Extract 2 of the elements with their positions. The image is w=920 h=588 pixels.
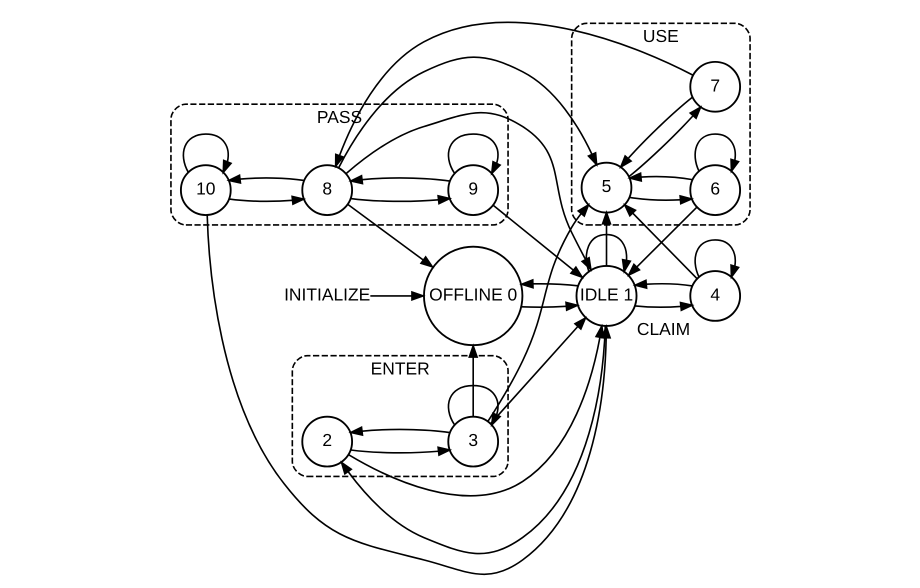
node-text: INITIALIZE: [284, 284, 370, 305]
node-label: CLAIM: [636, 318, 690, 339]
